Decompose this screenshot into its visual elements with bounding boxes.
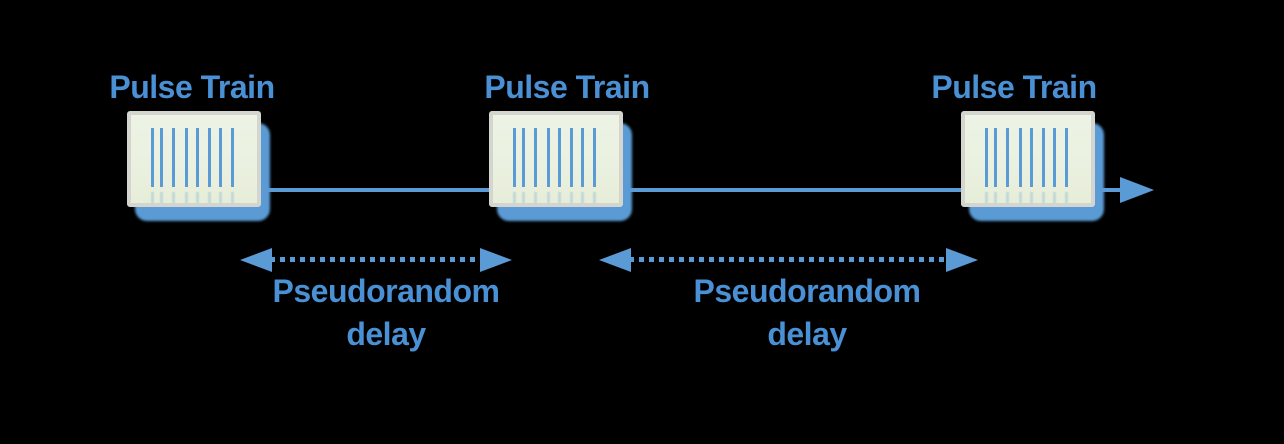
right-arrowhead-icon bbox=[480, 248, 512, 272]
right-arrowhead-icon bbox=[946, 248, 978, 272]
pulse-mark-reflection bbox=[570, 192, 573, 203]
pulse-train-box bbox=[127, 111, 261, 207]
pulse-mark-reflection bbox=[1042, 192, 1045, 203]
timeline-right-arrowhead-icon bbox=[1120, 177, 1154, 203]
pulse-mark bbox=[985, 128, 988, 187]
pulse-mark bbox=[1042, 128, 1045, 187]
pulse-mark bbox=[522, 128, 525, 187]
pseudorandom-delay-arrow bbox=[599, 248, 978, 272]
pulse-mark-reflection bbox=[1030, 192, 1033, 203]
left-arrowhead-icon bbox=[599, 248, 631, 272]
pulse-mark-reflection bbox=[1065, 192, 1068, 203]
pulse-train-label: Pulse Train bbox=[109, 69, 275, 105]
pulse-mark bbox=[172, 128, 175, 187]
pulse-mark-reflection bbox=[219, 192, 222, 203]
pulse-mark-reflection bbox=[160, 192, 163, 203]
pseudorandom-delay-arrow bbox=[240, 248, 512, 272]
pulse-train-pulses bbox=[127, 111, 261, 221]
pulse-mark bbox=[151, 128, 154, 187]
pseudorandom-delay-label: Pseudorandom delay bbox=[694, 270, 921, 356]
pulse-mark bbox=[1053, 128, 1056, 187]
pseudorandom-delay-label-line2: delay bbox=[767, 316, 847, 352]
pulse-mark-reflection bbox=[593, 192, 596, 203]
pulse-mark-reflection bbox=[185, 192, 188, 203]
pulse-mark-reflection bbox=[558, 192, 561, 203]
pulse-mark-reflection bbox=[513, 192, 516, 203]
pulse-train-box bbox=[489, 111, 623, 207]
pulse-mark-reflection bbox=[231, 192, 234, 203]
pulse-mark bbox=[558, 128, 561, 187]
pulse-mark-reflection bbox=[522, 192, 525, 203]
pulse-train-pulses bbox=[961, 111, 1095, 221]
pulse-mark bbox=[1030, 128, 1033, 187]
pulse-mark bbox=[185, 128, 188, 187]
pulse-mark bbox=[196, 128, 199, 187]
pseudorandom-delay-label-line1: Pseudorandom bbox=[693, 273, 921, 309]
pulse-mark-reflection bbox=[994, 192, 997, 203]
pulse-mark-reflection bbox=[196, 192, 199, 203]
pulse-mark bbox=[1006, 128, 1009, 187]
pulse-mark bbox=[160, 128, 163, 187]
pulse-mark-reflection bbox=[581, 192, 584, 203]
pulse-mark bbox=[570, 128, 573, 187]
pulse-mark bbox=[231, 128, 234, 187]
pseudorandom-delay-label-line1: Pseudorandom bbox=[272, 273, 500, 309]
pulse-mark-reflection bbox=[1006, 192, 1009, 203]
pulse-mark-reflection bbox=[172, 192, 175, 203]
pulse-mark bbox=[219, 128, 222, 187]
pulse-mark-reflection bbox=[547, 192, 550, 203]
pulse-train-label: Pulse Train bbox=[931, 69, 1097, 105]
left-arrowhead-icon bbox=[240, 248, 272, 272]
pulse-mark bbox=[534, 128, 537, 187]
pseudorandom-delay-label: Pseudorandom delay bbox=[273, 270, 500, 356]
pulse-mark bbox=[994, 128, 997, 187]
pseudorandom-delay-label-line2: delay bbox=[346, 316, 426, 352]
pulse-mark-reflection bbox=[151, 192, 154, 203]
dotted-line bbox=[629, 257, 948, 262]
pulse-mark-reflection bbox=[208, 192, 211, 203]
pulse-mark bbox=[581, 128, 584, 187]
pulse-train-label: Pulse Train bbox=[484, 69, 650, 105]
pulse-mark-reflection bbox=[1053, 192, 1056, 203]
pulse-mark bbox=[1065, 128, 1068, 187]
pulse-mark bbox=[208, 128, 211, 187]
pulse-mark-reflection bbox=[985, 192, 988, 203]
pulse-mark bbox=[1019, 128, 1022, 187]
pulse-mark-reflection bbox=[534, 192, 537, 203]
pulse-mark bbox=[513, 128, 516, 187]
pulse-train-pulses bbox=[489, 111, 623, 221]
dotted-line bbox=[270, 257, 482, 262]
pulse-mark-reflection bbox=[1019, 192, 1022, 203]
pulse-mark bbox=[547, 128, 550, 187]
pulse-mark bbox=[593, 128, 596, 187]
pulse-train-box bbox=[961, 111, 1095, 207]
